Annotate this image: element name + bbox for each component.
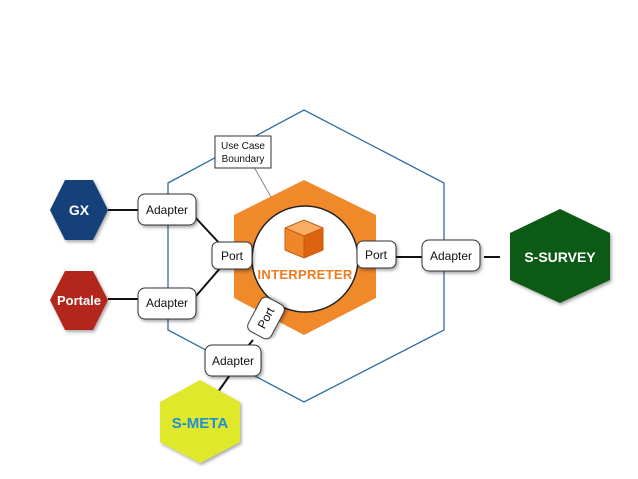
adapter-s-survey-label: Adapter: [430, 249, 472, 263]
use-case-boundary-callout: Use Case Boundary: [214, 135, 272, 169]
callout-line-2: Boundary: [222, 154, 265, 165]
callout-line-1: Use Case: [221, 141, 265, 152]
actor-s-meta: S-META: [160, 380, 240, 463]
actor-s-survey: S-SURVEY: [510, 209, 610, 303]
adapter-s-meta: Adapter: [204, 344, 262, 377]
interpreter-label: INTERPRETER: [257, 267, 352, 282]
actor-s-meta-label: S-META: [172, 415, 229, 432]
actor-gx: GX: [50, 180, 108, 240]
actor-gx-label: GX: [69, 202, 90, 218]
port-right-label: Port: [365, 248, 388, 262]
cube-icon: [284, 219, 324, 259]
port-right: Port: [356, 240, 397, 269]
adapter-s-meta-label: Adapter: [212, 354, 254, 368]
port-left: Port: [211, 241, 253, 270]
adapter-gx-label: Adapter: [146, 203, 188, 217]
adapter-portale-label: Adapter: [146, 296, 188, 310]
port-left-label: Port: [221, 249, 244, 263]
adapter-s-survey: Adapter: [421, 239, 481, 272]
actor-portale-label: Portale: [57, 293, 101, 308]
actor-s-survey-label: S-SURVEY: [524, 249, 596, 265]
actor-portale: Portale: [50, 271, 108, 330]
adapter-portale: Adapter: [137, 287, 197, 320]
adapter-gx: Adapter: [137, 193, 197, 226]
port-bottom: Port: [247, 296, 285, 340]
use-case-boundary-hexagon: [167, 109, 445, 403]
